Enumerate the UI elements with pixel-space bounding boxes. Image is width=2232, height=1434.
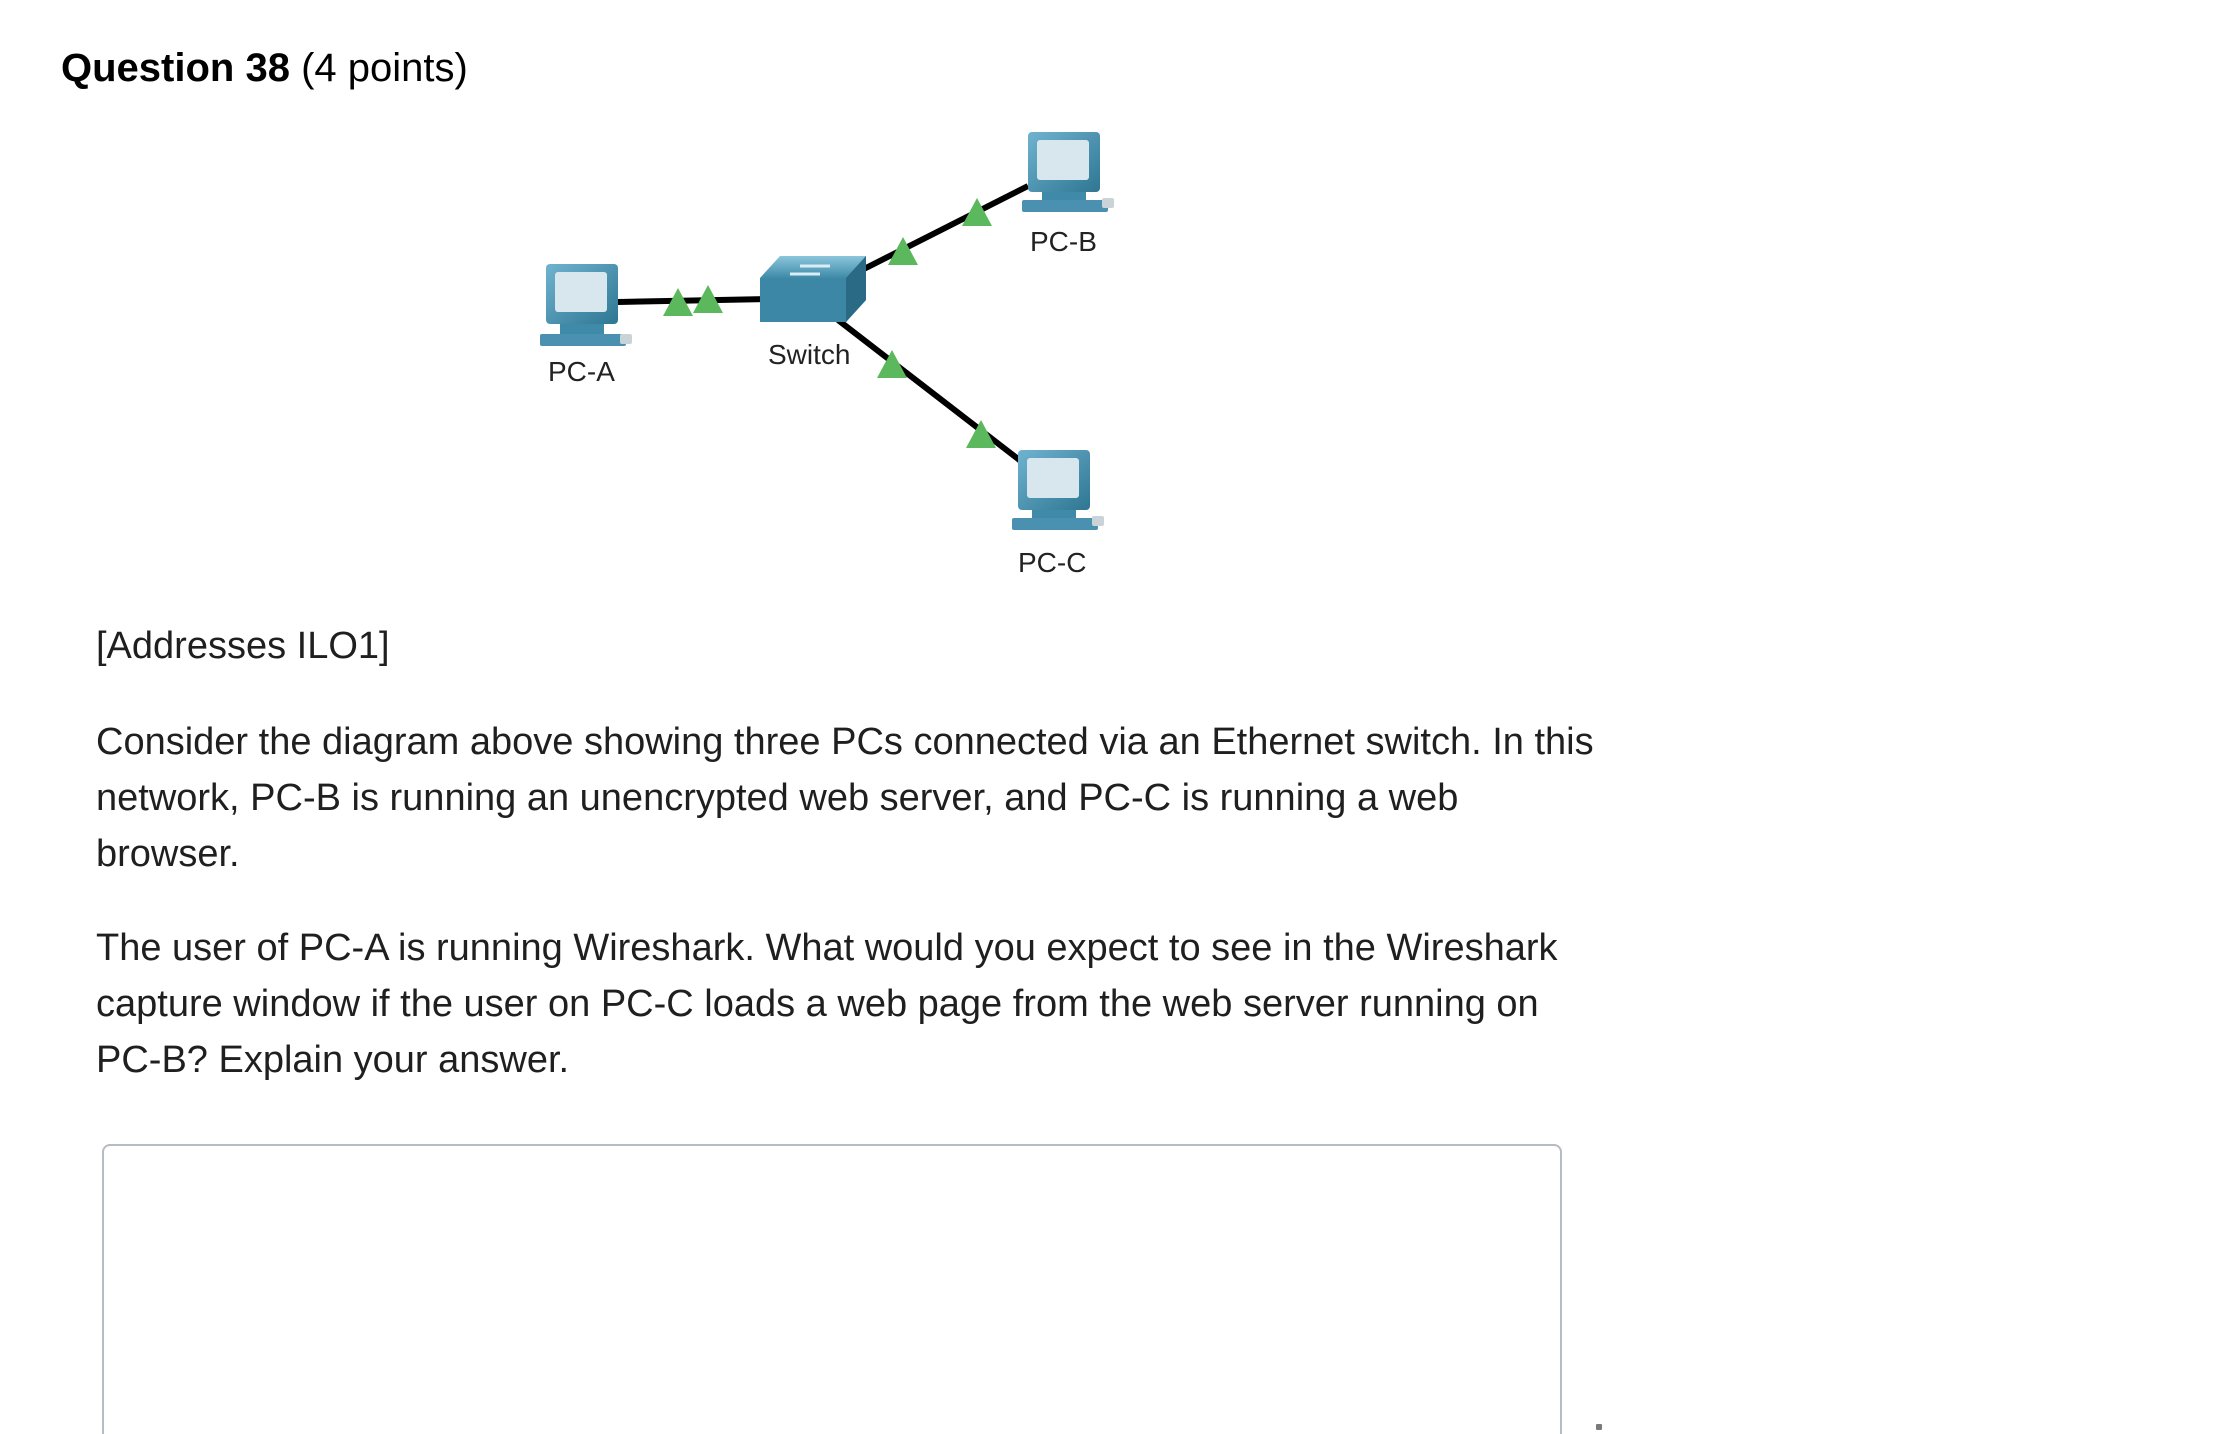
link-switch-pc-b bbox=[856, 183, 1030, 275]
pc-b-icon bbox=[1022, 132, 1114, 212]
link-up-indicator bbox=[962, 198, 992, 226]
answer-textbox[interactable] bbox=[102, 1144, 1562, 1434]
link-up-indicator bbox=[877, 350, 907, 378]
pc-b-label: PC-B bbox=[1030, 226, 1097, 257]
question-header: Question 38 (4 points) bbox=[61, 44, 468, 92]
link-up-indicator bbox=[966, 420, 996, 448]
link-up-indicator bbox=[888, 237, 918, 265]
pc-c-label: PC-C bbox=[1018, 547, 1086, 578]
question-points: (4 points) bbox=[301, 46, 468, 90]
question-paragraph-1: Consider the diagram above showing three… bbox=[96, 721, 1594, 875]
question-paragraph-2: The user of PC-A is running Wireshark. W… bbox=[96, 927, 1558, 1081]
pc-c-icon bbox=[1012, 450, 1104, 530]
link-pc-a-switch bbox=[617, 296, 773, 305]
link-switch-pc-c bbox=[836, 317, 1024, 465]
pc-a-label: PC-A bbox=[548, 356, 615, 387]
link-up-indicator bbox=[663, 288, 693, 316]
question-title: Question 38 bbox=[61, 46, 290, 90]
pc-a-icon bbox=[540, 264, 632, 346]
resize-handle[interactable] bbox=[1596, 1424, 1602, 1430]
ilo-tag: [Addresses ILO1] bbox=[96, 625, 390, 667]
link-up-indicator bbox=[693, 285, 723, 313]
switch-icon bbox=[760, 256, 866, 322]
network-diagram: PC-A Switch PC-B PC-C bbox=[540, 132, 1114, 578]
switch-label: Switch bbox=[768, 339, 850, 370]
